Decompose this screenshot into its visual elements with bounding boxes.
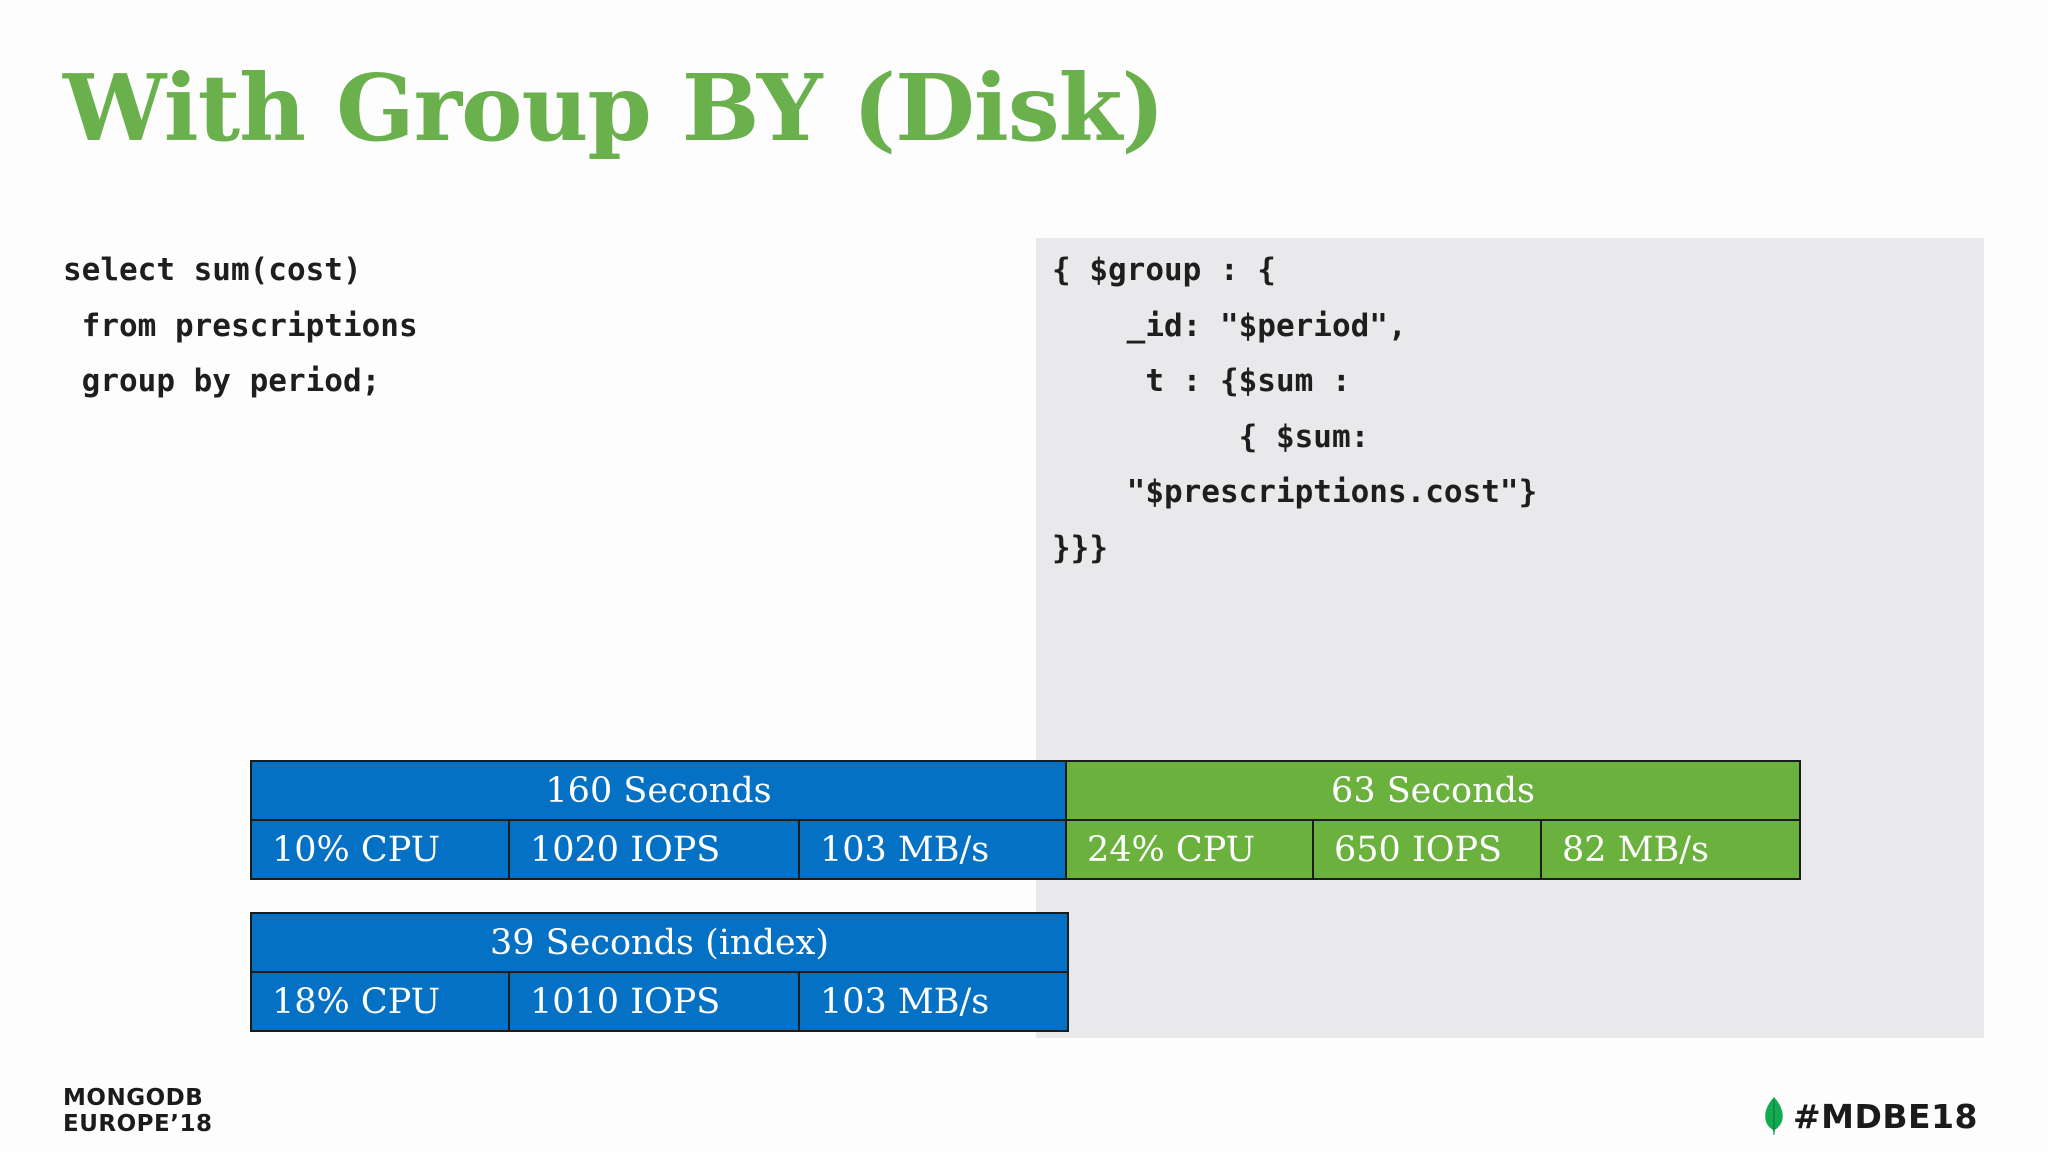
mongo-code-line: t : {$sum :: [1052, 363, 1351, 399]
mongo-code-line: { $group : {: [1052, 252, 1276, 288]
brand-line: MONGODB: [63, 1085, 204, 1111]
index-throughput-cell: 103 MB/s: [798, 971, 1069, 1032]
index-cpu-cell: 18% CPU: [250, 971, 510, 1032]
mongo-code-line: }}}: [1052, 529, 1108, 566]
hashtag-text: #MDBE18: [1793, 1096, 1978, 1136]
disk-cpu-cell: 10% CPU: [250, 819, 510, 880]
mongo-time-header: 63 Seconds: [1065, 760, 1802, 821]
event-hashtag: #MDBE18: [1763, 1096, 1978, 1136]
mongo-code-line: { $sum:: [1052, 418, 1370, 455]
results-header-row: 160 Seconds 63 Seconds: [249, 760, 1802, 821]
sql-code-line: from prescriptions: [63, 307, 418, 344]
mongo-iops-cell: 650 IOPS: [1312, 819, 1543, 880]
disk-throughput-cell: 103 MB/s: [797, 819, 1068, 880]
brand-line: EUROPE’18: [63, 1111, 213, 1137]
index-metrics-row: 18% CPU 1010 IOPS 103 MB/s: [250, 971, 1069, 1032]
mongodb-leaf-icon: [1765, 1097, 1783, 1135]
mongo-code-line: _id: "$period",: [1052, 307, 1407, 344]
sql-code-line: select sum(cost): [63, 252, 362, 288]
results-metrics-row: 10% CPU 1020 IOPS 103 MB/s 24% CPU 650 I…: [250, 819, 1802, 880]
mongo-code-block: { $group : { _id: "$period", t : {$sum :…: [1052, 243, 1537, 576]
mongo-code-line: "$prescriptions.cost"}: [1052, 474, 1538, 510]
disk-time-header: 160 Seconds: [249, 760, 1068, 821]
slide-title: With Group BY (Disk): [63, 54, 1165, 162]
mongo-code-panel: [1036, 238, 1984, 1038]
index-header-row: 39 Seconds (index): [250, 912, 1069, 973]
index-time-header: 39 Seconds (index): [250, 912, 1069, 973]
mongodb-europe-logo: MONGODB EUROPE’18: [63, 1085, 212, 1137]
mongo-throughput-cell: 82 MB/s: [1540, 819, 1802, 880]
sql-code-line: group by period;: [63, 363, 381, 399]
disk-results-table: 160 Seconds 63 Seconds 10% CPU 1020 IOPS…: [249, 760, 1802, 880]
index-iops-cell: 1010 IOPS: [508, 971, 800, 1032]
disk-iops-cell: 1020 IOPS: [508, 819, 800, 880]
index-results-table: 39 Seconds (index) 18% CPU 1010 IOPS 103…: [250, 912, 1069, 1032]
mongo-cpu-cell: 24% CPU: [1065, 819, 1315, 880]
sql-code-block: select sum(cost) from prescriptions grou…: [63, 243, 418, 410]
